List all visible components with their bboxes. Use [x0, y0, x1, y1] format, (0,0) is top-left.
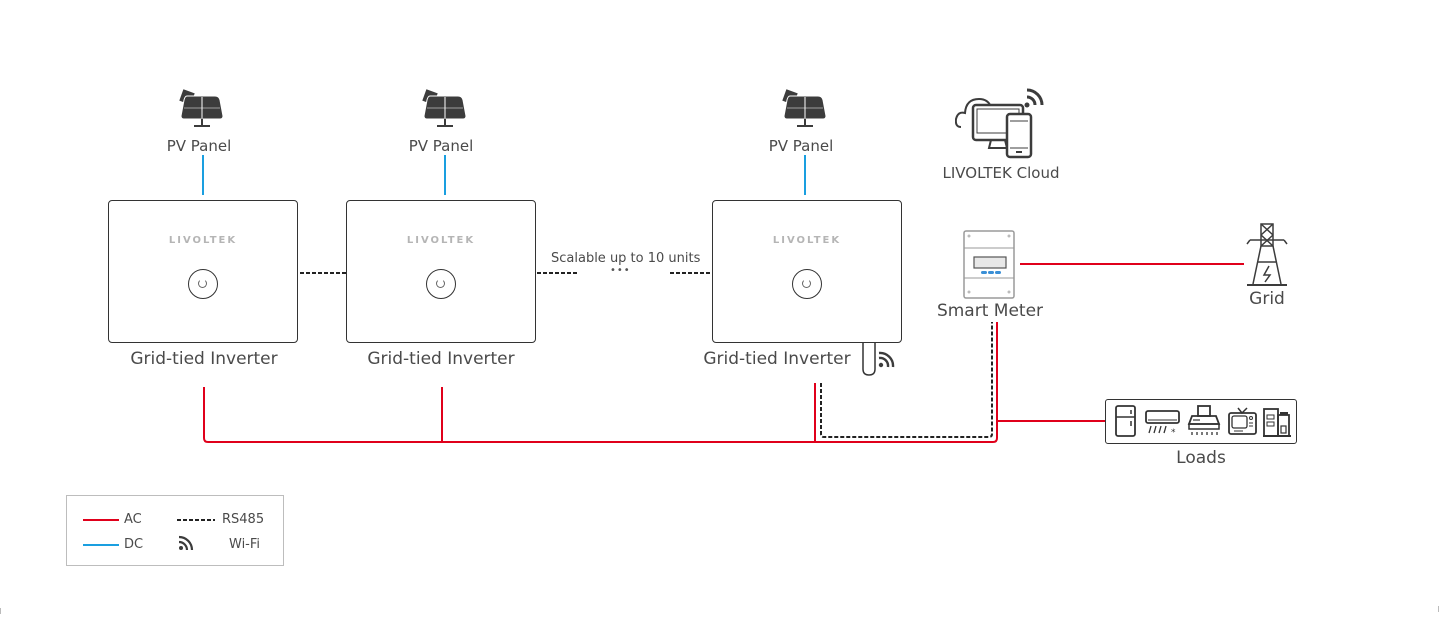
pv-panel-1 [177, 88, 225, 134]
inverter-3: LIVOLTEK [712, 200, 902, 343]
inverter-label-3: Grid-tied Inverter [703, 349, 851, 369]
svg-text:*: * [1171, 428, 1176, 437]
inverter-1: LIVOLTEK [108, 200, 298, 343]
scalable-note: Scalable up to 10 units [551, 251, 701, 266]
smart-meter-icon [963, 230, 1015, 299]
inverter-label-2: Grid-tied Inverter [367, 349, 515, 369]
smart-meter-label: Smart Meter [936, 301, 1044, 321]
transmission-tower-icon [1246, 223, 1288, 286]
pv-panel-3 [780, 88, 828, 134]
ac-bus [203, 322, 998, 443]
pv-panel-label-3: PV Panel [768, 137, 834, 155]
pv-panel-2 [420, 88, 468, 134]
loads-label: Loads [1176, 448, 1226, 468]
solar-panel-icon [179, 89, 224, 127]
loads-box: * [1105, 399, 1297, 444]
wifi-icon [178, 535, 194, 551]
legend: AC DC RS485 Wi-Fi [66, 495, 284, 566]
power-button-icon [426, 269, 456, 299]
legend-lines [83, 519, 119, 546]
solar-panel-icon [782, 89, 827, 127]
corner-mark-right [1432, 606, 1439, 612]
ellipsis: ••• [610, 265, 631, 276]
wifi-dongle-icon [862, 343, 895, 376]
legend-ac-label: AC [124, 512, 142, 527]
inverter-brand: LIVOLTEK [772, 235, 842, 246]
legend-wifi-label: Wi-Fi [229, 537, 261, 552]
building-icon [1263, 408, 1291, 437]
fridge-icon [1115, 405, 1136, 437]
grid-label: Grid [1249, 289, 1285, 309]
inverter-label-1: Grid-tied Inverter [130, 349, 278, 369]
cloud-label: LIVOLTEK Cloud [942, 164, 1060, 182]
tv-icon [1228, 407, 1257, 435]
legend-rs485-label: RS485 [222, 512, 265, 527]
corner-mark-left [0, 608, 7, 614]
pv-panel-label-2: PV Panel [408, 137, 474, 155]
power-button-icon [188, 269, 218, 299]
inverter-2: LIVOLTEK [346, 200, 536, 343]
inverter-brand: LIVOLTEK [168, 235, 238, 246]
inverter-brand: LIVOLTEK [406, 235, 476, 246]
legend-rs485-line [177, 519, 215, 521]
air-conditioner-icon: * [1145, 410, 1180, 437]
pv-panel-label-1: PV Panel [166, 137, 232, 155]
legend-dc-label: DC [124, 537, 144, 552]
rs485-inverter-to-meter [820, 322, 993, 438]
power-button-icon [792, 269, 822, 299]
range-hood-icon [1187, 405, 1221, 435]
solar-panel-icon [422, 89, 467, 127]
cloud-devices-icon [955, 88, 1044, 159]
